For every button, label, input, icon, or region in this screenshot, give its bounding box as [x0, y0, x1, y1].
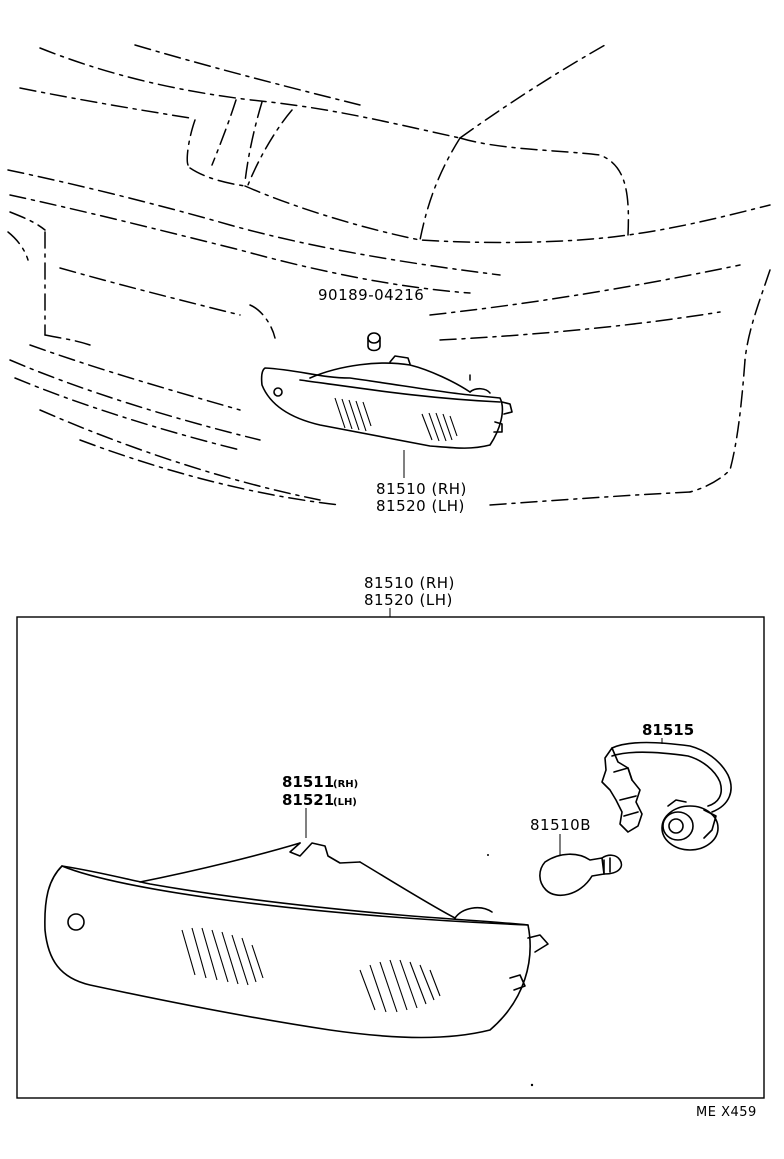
label-box-lamp-lh: 81520 (LH) — [364, 591, 453, 609]
vehicle-body-outline — [7, 44, 771, 506]
label-box-lamp-rh: 81510 (RH) — [364, 574, 455, 592]
label-socket-wire: 81515 — [642, 721, 694, 739]
scan-speck — [487, 854, 489, 856]
socket-wire-icon — [601, 741, 732, 851]
lamp-lens-icon — [44, 842, 549, 1039]
figure-code: ME X459 — [696, 1105, 757, 1120]
label-lens-lh-suffix: (LH) — [333, 797, 357, 808]
label-clip-part-number: 90189-04216 — [318, 286, 424, 304]
scan-speck — [530, 1083, 534, 1087]
label-upper-lamp-lh: 81520 (LH) — [376, 497, 465, 515]
label-lens-rh-suffix: (RH) — [333, 779, 358, 790]
turn-signal-lamp-installed-icon — [260, 355, 513, 449]
label-bulb: 81510B — [530, 816, 591, 834]
assembly-frame — [16, 616, 765, 1099]
label-lens-lh-number: 81521 — [282, 791, 334, 809]
clip-icon — [367, 332, 381, 352]
label-upper-lamp-rh: 81510 (RH) — [376, 480, 467, 498]
bulb-icon — [539, 853, 623, 897]
label-lens-rh-number: 81511 — [282, 773, 334, 791]
